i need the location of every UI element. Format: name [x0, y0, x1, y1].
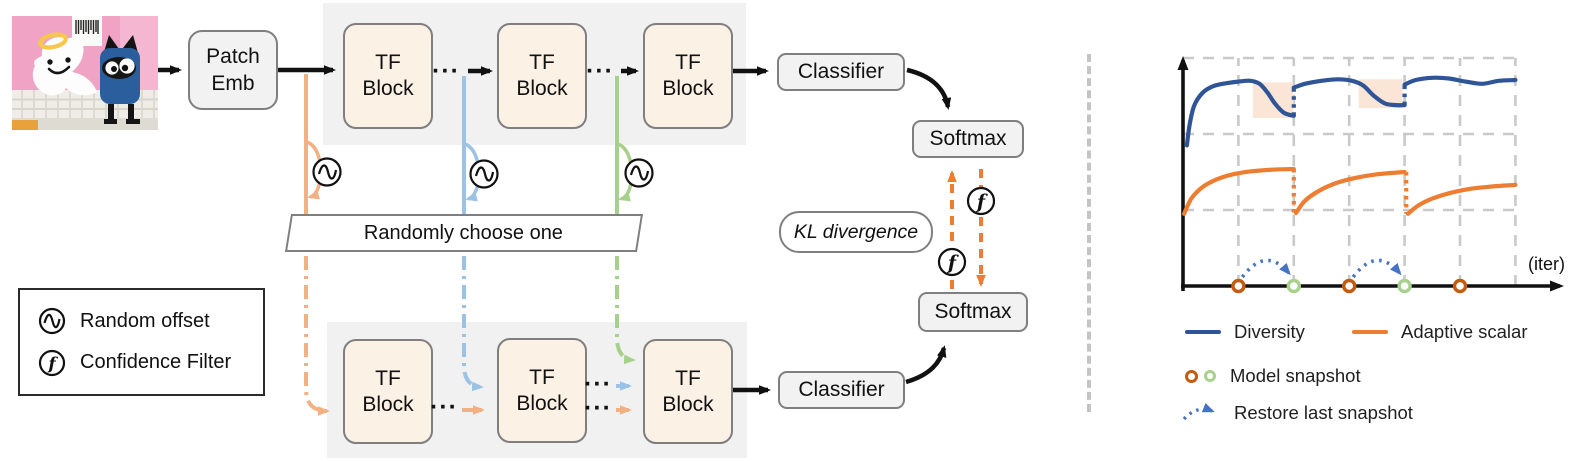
offset-loop-blue [463, 142, 481, 202]
offset-loop-green [616, 142, 634, 202]
softmax-box-top: Softmax [912, 120, 1024, 158]
patch-emb-label-line1: Patch [206, 45, 260, 68]
diversity-curve [1402, 75, 1518, 87]
confidence-filter-icons: f f [937, 186, 996, 277]
arrow-classifier-to-softmax-top [906, 67, 952, 110]
panel-divider [1087, 54, 1091, 412]
patch-emb-label-line2: Emb [211, 72, 255, 95]
random-offset-wave-icon [469, 159, 499, 189]
adaptive-scalar-curve [1293, 169, 1407, 216]
snapshot-green-icon [1204, 370, 1216, 382]
confidence-filter-glyph: f [946, 252, 959, 274]
input-image-photo [12, 16, 158, 130]
ghost-plush [32, 37, 97, 96]
legend-row-random-offset: Random offset [38, 307, 263, 335]
chart-legend-adaptive-scalar: Adaptive scalar [1352, 321, 1527, 343]
ellipsis: ··· [584, 394, 612, 422]
svg-text:f: f [47, 354, 58, 374]
ellipsis: ··· [584, 370, 612, 398]
kl-divergence-label: KL divergence [779, 211, 933, 253]
ellipsis: ··· [430, 393, 458, 421]
ellipsis: ··· [586, 57, 614, 85]
chart-legend-restore: Restore last snapshot [1181, 402, 1413, 424]
randomly-choose-one-box: Randomly choose one [284, 214, 644, 252]
legend-row-confidence-filter: f Confidence Filter [38, 349, 263, 377]
confidence-filter-icon: f [38, 349, 66, 376]
restore-arc [1351, 258, 1402, 279]
diversity-line-swatch [1185, 329, 1221, 335]
diversity-curve [1184, 78, 1296, 148]
random-offset-wave-icon [38, 308, 66, 335]
x-axis-label: (iter) [1528, 254, 1565, 274]
offset-route-orange-bottom [304, 256, 330, 416]
adaptive-scalar-curve [1182, 166, 1296, 216]
model-snapshot-dot [1397, 278, 1412, 294]
arrow-classifier-to-softmax-bottom [905, 345, 947, 385]
barcode-icon [75, 20, 99, 34]
diagram-legend-box: Random offset f Confidence Filter [18, 288, 265, 396]
confidence-filter-icon [937, 247, 967, 277]
diversity-curve [1291, 77, 1407, 108]
legend-random-offset-label: Random offset [80, 309, 210, 332]
highlight-box [1252, 82, 1294, 119]
classifier-box-bottom: Classifier [778, 371, 905, 409]
softmax-box-bottom: Softmax [918, 292, 1028, 332]
halo-icon [38, 32, 68, 50]
adaptive-scalar-label: Adaptive scalar [1401, 321, 1528, 342]
model-snapshot-dot [1341, 278, 1357, 294]
model-snapshot-dot [1286, 278, 1302, 294]
kl-divergence-arrows [947, 169, 986, 289]
legend-confidence-filter-label: Confidence Filter [80, 351, 232, 374]
restore-arc [1240, 258, 1291, 279]
plush-toys-illustration [12, 16, 158, 130]
ellipsis: ··· [432, 57, 460, 85]
wave-icons [312, 157, 654, 189]
model-snapshot-dot [1231, 278, 1246, 294]
random-offset-wave-icon [312, 157, 342, 187]
model-snapshot-label: Model snapshot [1230, 365, 1361, 386]
snapshot-orange-icon [1185, 369, 1198, 383]
patch-emb-box: Patch Emb [188, 30, 278, 110]
random-offset-wave-icon [624, 158, 654, 188]
offset-loop-orange [305, 140, 323, 200]
chart-legend-model-snapshot: Model snapshot [1185, 365, 1361, 387]
highlight-box [1358, 79, 1403, 109]
model-snapshot-dot [1452, 278, 1468, 294]
adaptive-scalar-line-swatch [1352, 329, 1388, 335]
restore-last-snapshot-label: Restore last snapshot [1234, 402, 1413, 423]
confidence-filter-icon [966, 186, 996, 216]
chart-legend-diversity: Diversity [1185, 321, 1305, 343]
adaptive-scalar-curve [1405, 182, 1518, 216]
classifier-box-top: Classifier [777, 53, 905, 91]
confidence-filter-glyph: f [975, 191, 988, 213]
restore-arrow-icon [1182, 403, 1215, 421]
diversity-label: Diversity [1234, 321, 1305, 342]
